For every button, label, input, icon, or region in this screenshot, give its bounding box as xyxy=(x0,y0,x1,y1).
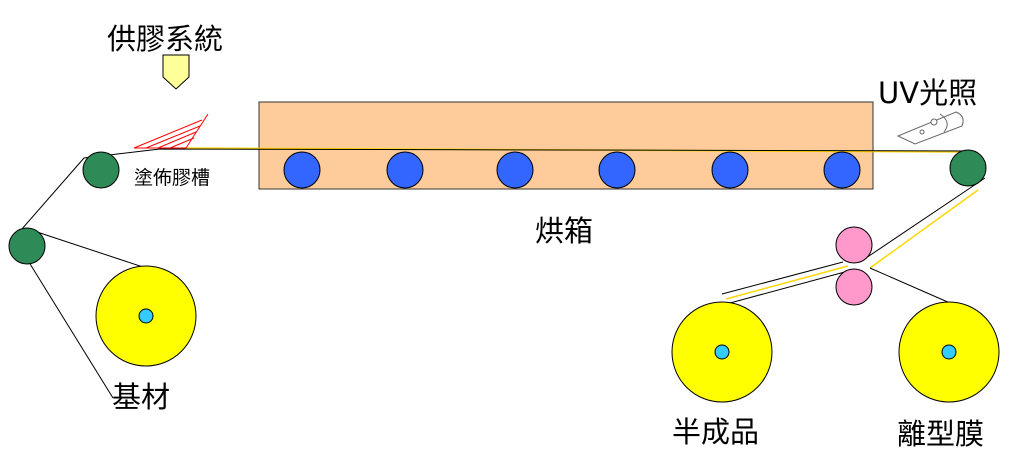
guide-roller-coater xyxy=(82,151,120,189)
semi-finished-reel-core xyxy=(714,344,730,360)
release-film-reel-core xyxy=(941,344,957,360)
web-to-semi-reel xyxy=(721,261,844,295)
nip-roller-bottom xyxy=(835,268,873,306)
oven-roller xyxy=(496,151,534,189)
uv-label: UV光照 xyxy=(878,76,978,110)
release-film-path xyxy=(869,267,951,304)
substrate-reel-core xyxy=(138,308,154,324)
glue-system-label: 供膠系統 xyxy=(107,22,224,56)
oven-label: 烘箱 xyxy=(535,214,594,248)
guide-roller-exit xyxy=(949,149,987,187)
coating-tank-label: 塗佈膠槽 xyxy=(134,167,211,189)
web-to-nip xyxy=(859,177,986,263)
web-from-reel-to-guide xyxy=(27,228,147,269)
web-to-semi-reel-2 xyxy=(729,269,853,304)
web-path xyxy=(13,148,969,399)
down-arrow-pentagon-icon xyxy=(162,54,190,90)
guide-roller-left xyxy=(8,227,46,265)
film-to-nip xyxy=(869,189,979,269)
release-film-label: 離型膜 xyxy=(897,417,985,451)
oven-box xyxy=(258,101,874,190)
oven-roller xyxy=(711,151,749,189)
film-to-semi-reel xyxy=(725,265,849,300)
coating-tank-icon xyxy=(133,113,209,149)
substrate-label: 基材 xyxy=(112,380,171,414)
uv-lamp-icon xyxy=(896,111,964,145)
oven-roller xyxy=(386,151,424,189)
semi-finished-label: 半成品 xyxy=(672,415,760,449)
nip-roller-top xyxy=(835,226,873,264)
oven-roller xyxy=(598,151,636,189)
oven-roller xyxy=(823,151,861,189)
oven-roller xyxy=(283,151,321,189)
oven-rollers xyxy=(283,151,861,189)
